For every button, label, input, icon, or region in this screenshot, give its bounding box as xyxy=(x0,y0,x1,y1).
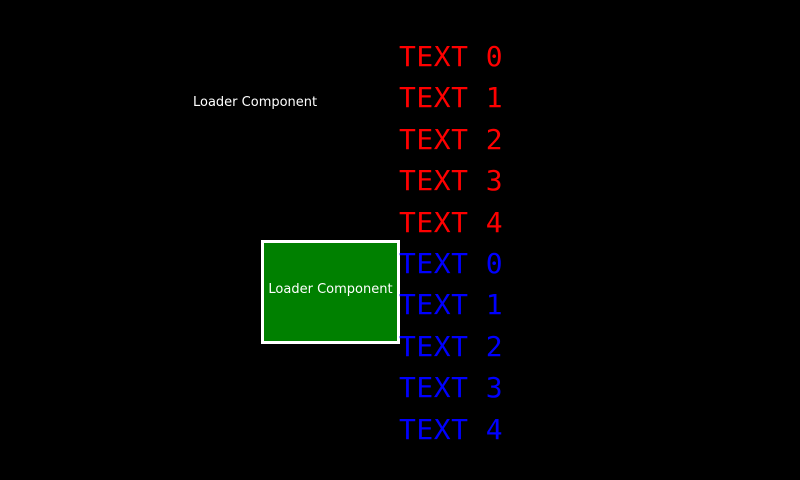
loader-component-label: Loader Component xyxy=(193,95,318,110)
text-list: TEXT 0 TEXT 1 TEXT 2 TEXT 3 TEXT 4 TEXT … xyxy=(399,36,503,450)
red-text-item: TEXT 3 xyxy=(399,164,504,198)
loader-component-box-label: Loader Component xyxy=(268,282,393,297)
red-text-item: TEXT 0 xyxy=(399,40,504,73)
loader-component-box[interactable]: Loader Component xyxy=(261,240,400,344)
red-text-item: TEXT 1 xyxy=(399,81,504,115)
blue-text-item: TEXT 0 xyxy=(399,246,504,280)
blue-text-item: TEXT 3 xyxy=(399,371,504,405)
red-text-item: TEXT 2 xyxy=(399,122,504,156)
red-text-item: TEXT 4 xyxy=(399,205,504,239)
blue-text-item: TEXT 4 xyxy=(399,412,504,446)
blue-text-item: TEXT 1 xyxy=(399,288,504,322)
blue-text-item: TEXT 2 xyxy=(399,329,504,363)
